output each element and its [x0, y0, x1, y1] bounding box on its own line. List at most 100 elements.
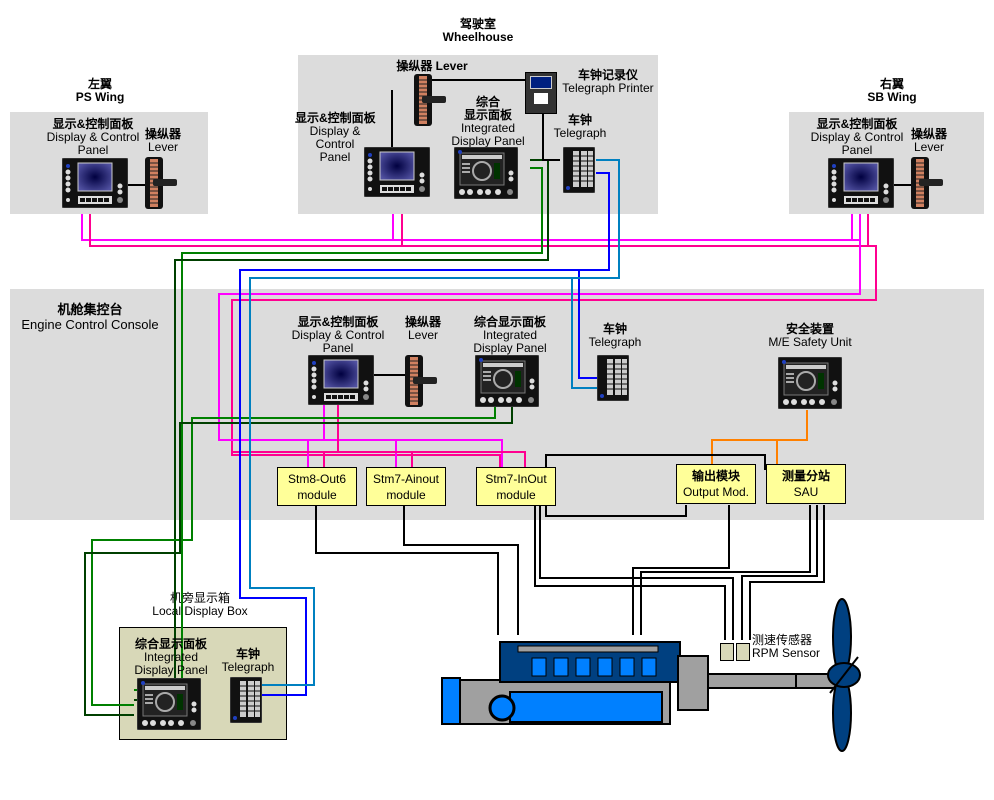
wire-output-engine [632, 505, 730, 635]
ecc-telegraph-device[interactable] [597, 355, 629, 401]
ecc-safety-label: 安全装置 M/E Safety Unit [755, 323, 865, 349]
ecc-idp-en2: Display Panel [473, 341, 547, 355]
wh-telegraph-printer[interactable] [525, 72, 557, 114]
local-box-title-en: Local Display Box [152, 604, 248, 618]
wheelhouse-title: 驾驶室 Wheelhouse [418, 18, 538, 44]
wheelhouse-title-zh: 驾驶室 [459, 17, 496, 31]
sb-display-control-panel[interactable] [828, 158, 894, 208]
ps-display-control-panel[interactable] [62, 158, 128, 208]
engine-gearbox [677, 655, 709, 711]
main-engine [441, 641, 837, 725]
local-idp-en2: Display Panel [134, 663, 208, 677]
ecc-idp-label: 综合显示面板 Integrated Display Panel [460, 316, 560, 355]
module-stm7a-l2: module [386, 488, 426, 502]
sb-dcp-zh: 显示&控制面板 [816, 117, 898, 131]
module-stm7-ainout[interactable]: Stm7-Ainout module [366, 467, 446, 506]
ecc-title-zh: 机舱集控台 [57, 302, 123, 317]
local-telegraph-zh: 车钟 [235, 647, 260, 661]
module-stm7io-l1: Stm7-InOut [485, 472, 547, 486]
local-telegraph-device[interactable] [230, 677, 262, 723]
rpm-sensor-1[interactable] [720, 643, 734, 661]
wh-telegraph-label: 车钟 Telegraph [550, 114, 610, 140]
module-sau[interactable]: 测量分站 SAU [766, 464, 846, 504]
wire-sau-engine [640, 505, 811, 635]
ecc-idp-en1: Integrated [482, 328, 538, 342]
ps-dcp-label: 显示&控制面板 Display & Control Panel [38, 118, 148, 157]
ecc-safety-zh: 安全装置 [785, 322, 834, 336]
ps-wing-title: 左翼 PS Wing [50, 78, 150, 104]
wire-green-ecc [91, 405, 496, 706]
propeller [827, 598, 861, 752]
ecc-lever-device[interactable] [405, 355, 441, 409]
module-sau-l1: 测量分站 [781, 469, 830, 483]
sb-dcp-label: 显示&控制面板 Display & Control Panel [802, 118, 912, 157]
wh-telegraph-device[interactable] [563, 147, 595, 193]
ps-wing-title-zh: 左翼 [87, 77, 112, 91]
ps-lever-device[interactable] [145, 157, 181, 211]
module-stm8-out6[interactable]: Stm8-Out6 module [277, 467, 357, 506]
local-idp-zh: 综合显示面板 [134, 637, 207, 651]
rpm-sensor-2[interactable] [736, 643, 750, 661]
module-stm7a-l1: Stm7-Ainout [372, 472, 440, 486]
ps-dcp-en1: Display & Control [46, 130, 140, 144]
ecc-display-control-panel[interactable] [308, 355, 374, 405]
ecc-dcp-zh: 显示&控制面板 [297, 315, 379, 329]
wire-stm7io-rpm2 [539, 505, 734, 640]
module-output-l2: Output Mod. [682, 485, 750, 499]
wh-idp-zh2: 显示面板 [463, 108, 512, 122]
wire-magenta-ps [81, 214, 861, 241]
module-stm7io-l2: module [496, 488, 536, 502]
wh-integrated-display-panel[interactable] [454, 147, 518, 199]
module-output[interactable]: 输出模块 Output Mod. [676, 464, 756, 504]
local-telegraph-label: 车钟 Telegraph [216, 648, 280, 674]
module-output-l1: 输出模块 [691, 469, 740, 483]
wire-magenta-stm7io [396, 439, 503, 470]
sb-wing-title-en: SB Wing [867, 90, 917, 104]
wire-lightblue-wh [249, 159, 620, 686]
ecc-dcp-label: 显示&控制面板 Display & Control Panel [283, 316, 393, 355]
wire-stm7io-rpm1 [534, 505, 726, 640]
wire-sau-rpm1 [741, 505, 818, 640]
wh-dcp-zh: 显示&控制面板 [295, 111, 376, 125]
ecc-lever-zh: 操纵器 [404, 315, 441, 329]
wh-printer-label: 车钟记录仪 Telegraph Printer [556, 69, 660, 95]
printer-paper [534, 93, 548, 104]
sb-dcp-en2: Panel [841, 143, 873, 157]
wire-lever-printer [391, 79, 560, 161]
ps-dcp-en2: Panel [77, 143, 109, 157]
module-stm8-l1: Stm8-Out6 [287, 472, 347, 486]
sb-lever-device[interactable] [911, 157, 947, 211]
ps-dcp-zh: 显示&控制面板 [52, 117, 134, 131]
rpm-sensor-en: RPM Sensor [752, 646, 821, 660]
wire-magenta-sb-loop [218, 240, 861, 470]
sb-wing-title-zh: 右翼 [879, 77, 904, 91]
module-stm7-inout[interactable]: Stm7-InOut module [476, 467, 556, 506]
ecc-integrated-display-panel[interactable] [475, 355, 539, 407]
wheelhouse-title-en: Wheelhouse [442, 30, 514, 44]
wire-orange-safety [711, 410, 808, 470]
ps-wing-title-en: PS Wing [75, 90, 125, 104]
ecc-lever-label: 操纵器 Lever [400, 316, 446, 342]
ecc-telegraph-en: Telegraph [588, 335, 642, 349]
ps-lever-label: 操纵器 Lever [142, 128, 184, 154]
wh-dcp-en3: Panel [319, 150, 351, 164]
wh-idp-zh1: 综合 [475, 95, 500, 109]
ps-lever-en: Lever [147, 140, 179, 154]
wh-display-control-panel[interactable] [364, 147, 430, 197]
wire-pink-stm7io [412, 451, 526, 470]
wire-stm8-engine [315, 505, 499, 635]
rpm-sensor-zh: 测速传感器 [752, 633, 813, 647]
wh-telegraph-zh: 车钟 [567, 113, 592, 127]
ecc-safety-unit[interactable] [778, 357, 842, 409]
wire-blue-ecc [578, 269, 609, 379]
printer-screen [530, 76, 552, 89]
sb-wing-title: 右翼 SB Wing [842, 78, 942, 104]
wh-idp-label: 综合 显示面板 Integrated Display Panel [443, 96, 533, 148]
wire-stm7a-engine [403, 505, 519, 635]
engine-crankcase [509, 691, 663, 723]
local-box-title-zh: 机旁显示箱 [169, 591, 230, 605]
ecc-telegraph-label: 车钟 Telegraph [585, 323, 645, 349]
local-integrated-display-panel[interactable] [137, 678, 201, 730]
sb-dcp-en1: Display & Control [810, 130, 904, 144]
